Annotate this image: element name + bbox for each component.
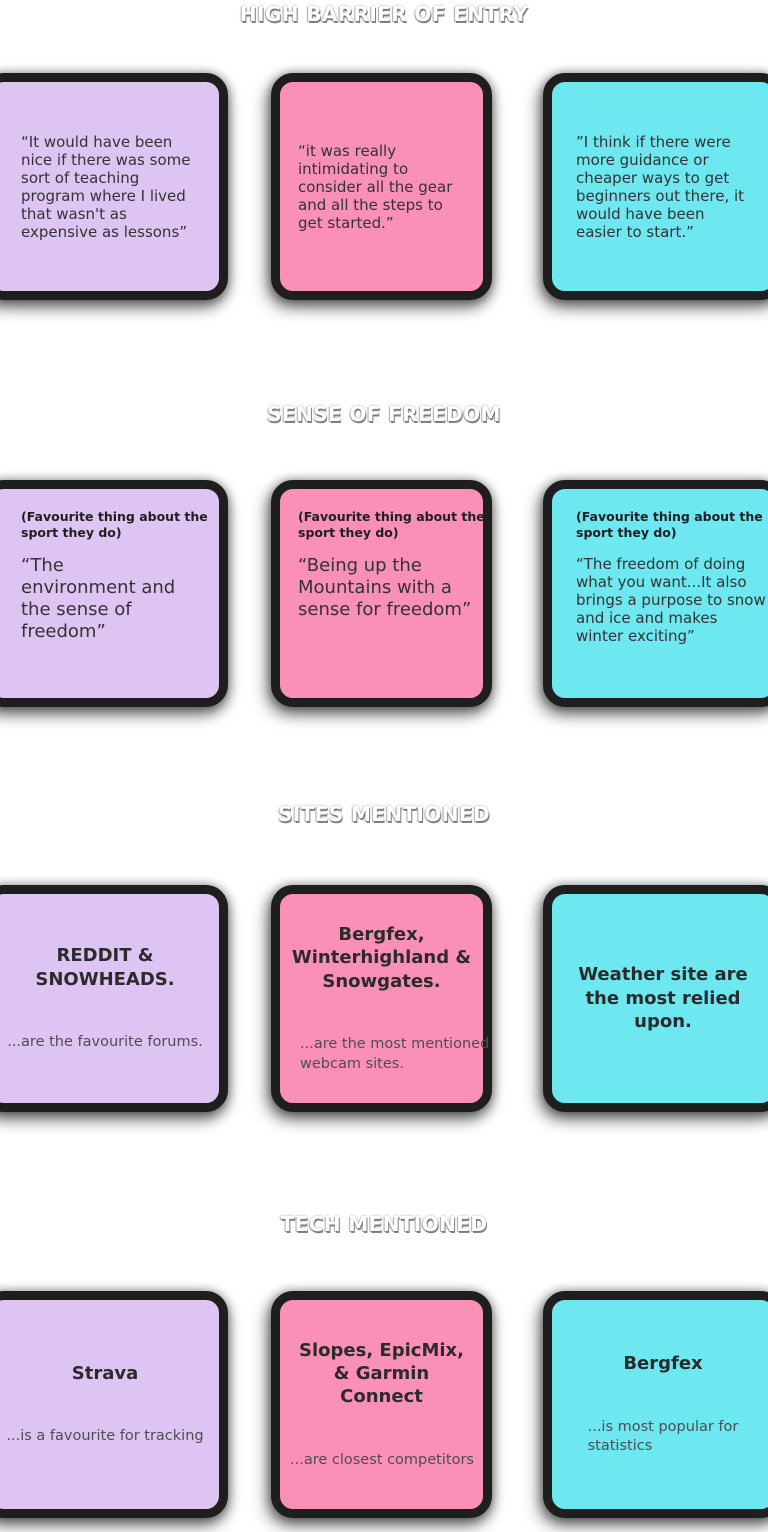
sticky-note-quote-up-the-mountains[interactable]: (Favourite thing about the sport they do… [271,480,492,707]
sticky-note-quote-freedom-of-doing[interactable]: (Favourite thing about the sport they do… [543,480,768,707]
sticky-note-content: Weather site are the most relied upon. [552,894,768,1103]
quote-text: “The environment and the sense of freedo… [21,555,176,642]
sticky-note-bergfex-statistics[interactable]: Bergfex ...is most popular for statistic… [543,1291,768,1518]
quote-context-label: (Favourite thing about the sport they do… [298,509,485,540]
sticky-note-weather-sites[interactable]: Weather site are the most relied upon. [543,885,768,1112]
sticky-note-content: Slopes, EpicMix, & Garmin Connect ...are… [280,1300,483,1509]
note-title: Weather site are the most relied upon. [578,964,748,1033]
sticky-note-strava[interactable]: Strava ...is a favourite for tracking [0,1291,228,1518]
card-row-high-barrier: “It would have been nice if there was so… [0,73,768,300]
note-title: Strava [71,1363,139,1385]
sticky-note-content: Bergfex ...is most popular for statistic… [552,1300,768,1509]
sticky-note-content: “it was really intimidating to consider … [280,82,483,291]
section-heading-sites-mentioned[interactable]: SITES MENTIONED [278,802,490,826]
sticky-note-content: (Favourite thing about the sport they do… [552,489,768,698]
note-title: REDDIT & SNOWHEADS. [35,945,175,990]
sticky-note-quote-environment-freedom[interactable]: (Favourite thing about the sport they do… [0,480,228,707]
quote-text: “The freedom of doing what you want...It… [576,555,766,645]
note-subtitle-wrap: ...is most popular for statistics [562,1418,764,1457]
sticky-note-content: “It would have been nice if there was so… [0,82,219,291]
section-heading-tech-mentioned[interactable]: TECH MENTIONED [280,1212,488,1236]
section-heading-high-barrier-of-entry[interactable]: HIGH BARRIER OF ENTRY [239,2,529,26]
sticky-note-quote-more-guidance[interactable]: ”I think if there were more guidance or … [543,73,768,300]
sticky-note-content: ”I think if there were more guidance or … [552,82,768,291]
section-heading-sense-of-freedom[interactable]: SENSE OF FREEDOM [267,402,501,426]
sticky-note-content: (Favourite thing about the sport they do… [280,489,485,698]
sticky-note-content: (Favourite thing about the sport they do… [0,489,219,698]
quote-text: “Being up the Mountains with a sense for… [298,555,472,620]
quote-text: ”I think if there were more guidance or … [576,132,745,241]
card-row-sites-mentioned: REDDIT & SNOWHEADS. ...are the favourite… [0,885,768,1112]
card-row-sense-of-freedom: (Favourite thing about the sport they do… [0,480,768,707]
sticky-note-content: REDDIT & SNOWHEADS. ...are the favourite… [0,894,219,1103]
quote-text: “it was really intimidating to consider … [298,141,453,232]
note-title: Slopes, EpicMix, & Garmin Connect [299,1339,464,1408]
note-title: Bergfex [623,1353,703,1375]
sticky-note-reddit-snowheads[interactable]: REDDIT & SNOWHEADS. ...are the favourite… [0,885,228,1112]
card-row-tech-mentioned: Strava ...is a favourite for tracking Sl… [0,1291,768,1518]
sticky-note-content: Bergfex, Winterhighland & Snowgates. ...… [280,894,490,1103]
sticky-note-quote-teaching-program[interactable]: “It would have been nice if there was so… [0,73,228,300]
sticky-note-webcam-sites[interactable]: Bergfex, Winterhighland & Snowgates. ...… [271,885,492,1112]
quote-context-label: (Favourite thing about the sport they do… [21,509,208,540]
note-subtitle: ...are closest competitors [290,1451,474,1468]
note-subtitle: ...is a favourite for tracking [6,1428,204,1445]
note-subtitle: ...is most popular for statistics [587,1418,739,1455]
sticky-note-content: Strava ...is a favourite for tracking [0,1300,219,1509]
note-subtitle: ...are the most mentioned webcam sites. [300,1036,490,1072]
sticky-note-quote-intimidating-gear[interactable]: “it was really intimidating to consider … [271,73,492,300]
note-title: Bergfex, Winterhighland & Snowgates. [291,923,472,992]
quote-text: “It would have been nice if there was so… [21,132,191,241]
sticky-note-competitors[interactable]: Slopes, EpicMix, & Garmin Connect ...are… [271,1291,492,1518]
note-subtitle: ...are the favourite forums. [7,1034,203,1051]
quote-context-label: (Favourite thing about the sport they do… [576,509,763,540]
